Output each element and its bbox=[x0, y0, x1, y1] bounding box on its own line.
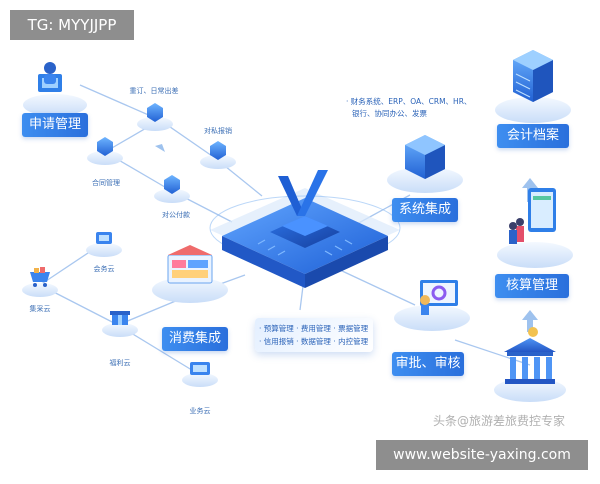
internal-booking-node bbox=[137, 103, 173, 131]
approval-label: 审批、审核 bbox=[392, 352, 464, 376]
platform-note-line-2: · 信用报销 · 数据管理 · 内控管理 bbox=[259, 337, 369, 346]
bottom-right-watermark: www.website-yaxing.com bbox=[376, 440, 588, 470]
contract-label: 合同管理 bbox=[92, 179, 120, 187]
application-label: 申请管理 bbox=[22, 113, 88, 137]
purchase-cloud-label: 集采云 bbox=[29, 305, 51, 313]
archive-node bbox=[495, 50, 571, 123]
internal-booking-label: 重订、日常出差 bbox=[129, 87, 179, 95]
top-left-watermark: TG: MYYJJPP bbox=[10, 10, 134, 40]
business-cloud-node bbox=[182, 362, 218, 387]
system-note-line-2: 银行、协同办公、发票 bbox=[352, 109, 427, 118]
archive-label: 会计档案 bbox=[497, 124, 569, 148]
private-payment-label: 对私报销 bbox=[204, 127, 232, 135]
accounting-label: 核算管理 bbox=[495, 274, 569, 298]
application-node bbox=[23, 62, 87, 116]
public-payment-label: 对公付款 bbox=[162, 211, 190, 219]
business-cloud-label: 业务云 bbox=[189, 407, 211, 415]
bank-node bbox=[494, 327, 566, 402]
platform-note-line-1: · 预算管理 · 费用管理 · 票据管理 bbox=[259, 324, 369, 333]
meeting-cloud-label: 会务云 bbox=[93, 265, 115, 273]
purchase-cloud-node bbox=[22, 267, 58, 297]
faint-overlay-watermark: 头条@旅游差旅费控专家 bbox=[432, 414, 565, 428]
meeting-cloud-node bbox=[86, 232, 122, 257]
system-node bbox=[387, 135, 463, 193]
public-payment-node bbox=[154, 175, 190, 203]
welfare-cloud-node bbox=[102, 311, 138, 337]
central-platform bbox=[209, 170, 401, 288]
accounting-node bbox=[497, 188, 573, 268]
consumption-node bbox=[152, 245, 228, 303]
platform-note-card bbox=[255, 318, 373, 352]
contract-node bbox=[87, 137, 123, 165]
system-label: 系统集成 bbox=[392, 198, 458, 222]
welfare-cloud-label: 福利云 bbox=[109, 359, 131, 367]
system-note-line-1: · 财务系统、ERP、OA、CRM、HR、 bbox=[346, 97, 472, 106]
approval-node bbox=[394, 280, 470, 331]
private-payment-node bbox=[200, 141, 236, 169]
consumption-label: 消费集成 bbox=[162, 327, 228, 351]
